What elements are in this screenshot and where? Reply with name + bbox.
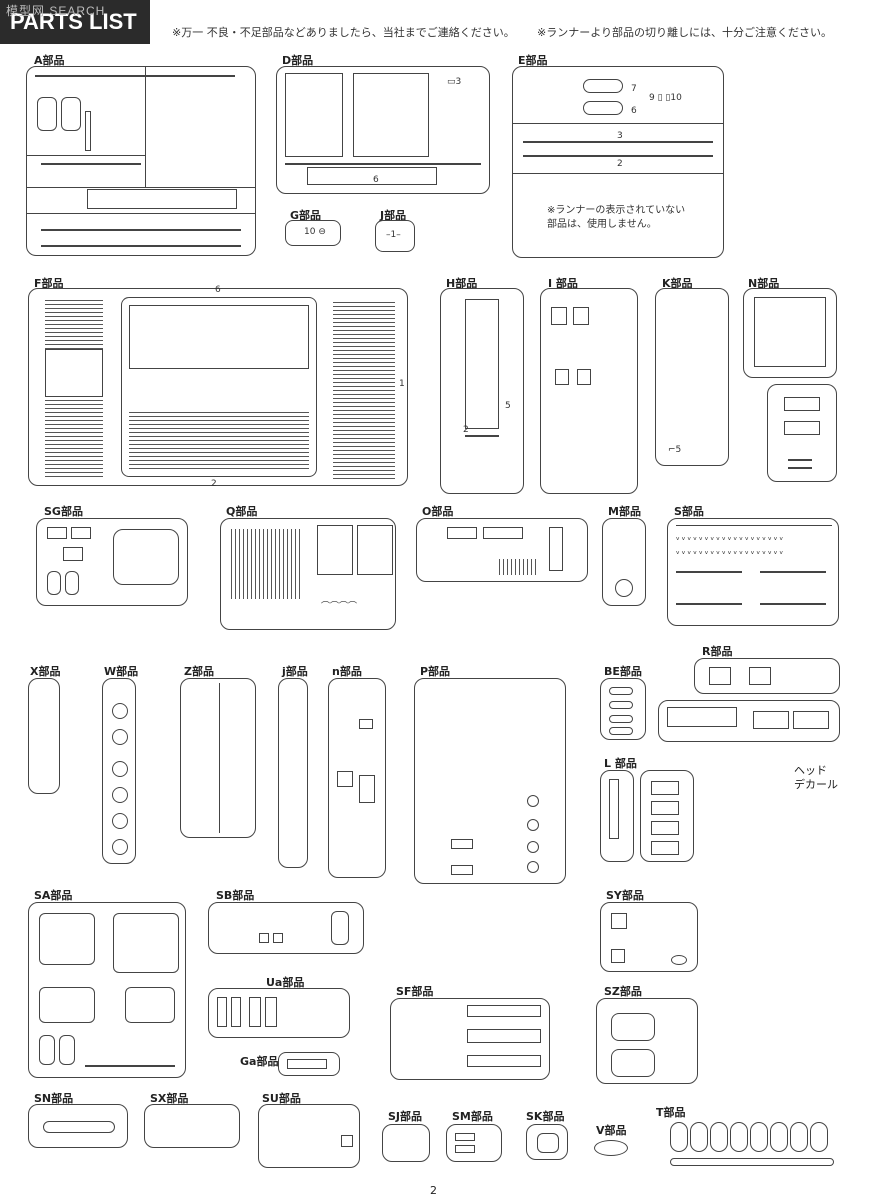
runner-i <box>540 288 638 494</box>
runner-sy <box>600 902 698 972</box>
runner-ga-label: Ga部品 <box>240 1055 279 1068</box>
runner-o-label: O部品 <box>422 505 454 518</box>
runner-l-right <box>640 770 694 862</box>
runner-ua <box>208 988 350 1038</box>
runner-t <box>664 1118 840 1182</box>
runner-a-label: A部品 <box>34 54 65 67</box>
runner-p <box>414 678 566 884</box>
runner-h: 2 5 <box>440 288 524 494</box>
runner-g: 10 ⊖ <box>285 220 341 246</box>
runner-sn <box>28 1104 128 1148</box>
runner-f: 6 2 1 <box>28 285 408 489</box>
runner-w-label: W部品 <box>104 665 139 678</box>
runner-z <box>180 678 256 838</box>
runner-n-small-label: n部品 <box>332 665 362 678</box>
runner-su-label: SU部品 <box>262 1092 301 1105</box>
runner-sx <box>144 1104 240 1148</box>
runner-sk-label: SK部品 <box>526 1110 565 1123</box>
runner-sk <box>526 1124 568 1160</box>
runner-o <box>416 518 588 582</box>
runner-sg-label: SG部品 <box>44 505 83 518</box>
runner-h-label: H部品 <box>446 277 478 290</box>
runner-su <box>258 1104 360 1168</box>
runner-r-lower <box>658 700 840 742</box>
runner-n-label: N部品 <box>748 277 780 290</box>
runner-sa-label: SA部品 <box>34 889 73 902</box>
runner-k: ⌐5 <box>655 288 729 466</box>
runner-sb-label: SB部品 <box>216 889 255 902</box>
decal-head-line1: ヘッド <box>794 764 827 777</box>
runner-l <box>600 770 634 862</box>
runner-d: ▭3 6 <box>276 66 490 194</box>
runner-n-lower <box>767 384 837 482</box>
runner-x <box>28 678 60 794</box>
runner-sz-label: SZ部品 <box>604 985 642 998</box>
page-number: 2 <box>430 1184 437 1197</box>
parts-list-header: PARTS LIST <box>0 0 150 44</box>
runner-p-label: P部品 <box>420 665 451 678</box>
runner-sx-label: SX部品 <box>150 1092 189 1105</box>
runner-n-small <box>328 678 386 878</box>
runner-f-label: F部品 <box>34 277 64 290</box>
decal-head-line2: デカール <box>794 778 838 791</box>
runner-s-label: S部品 <box>674 505 704 518</box>
note-defective: ※万一 不良・不足部品などありましたら、当社までご連絡ください。 <box>172 26 515 39</box>
runner-g-label: G部品 <box>290 209 322 222</box>
runner-j-small-label: j部品 <box>282 665 308 678</box>
runner-r-label: R部品 <box>702 645 733 658</box>
runner-j-label: J部品 <box>380 209 407 222</box>
runner-m <box>602 518 646 606</box>
runner-sn-label: SN部品 <box>34 1092 74 1105</box>
runner-sa <box>28 902 186 1078</box>
note-unused-parts: ※ランナーの表示されていない 部品は、使用しません。 <box>547 205 686 230</box>
runner-d-label: D部品 <box>282 54 314 67</box>
runner-q-label: Q部品 <box>226 505 258 518</box>
runner-k-label: K部品 <box>662 277 693 290</box>
runner-sf <box>390 998 550 1080</box>
runner-n <box>743 288 837 378</box>
runner-sf-label: SF部品 <box>396 985 434 998</box>
runner-sb <box>208 902 364 954</box>
runner-a <box>26 66 256 256</box>
runner-e-label: E部品 <box>518 54 548 67</box>
runner-sg <box>36 518 188 606</box>
runner-q: ⌒⌒⌒⌒ <box>220 518 396 630</box>
runner-ua-label: Ua部品 <box>266 976 305 989</box>
runner-e: 7 6 9 ▯ ▯10 3 2 <box>512 66 724 258</box>
runner-i-label: I 部品 <box>548 277 578 290</box>
runner-z-label: Z部品 <box>184 665 214 678</box>
runner-s: ᵥᵥᵥᵥᵥᵥᵥᵥᵥᵥᵥᵥᵥᵥᵥᵥᵥᵥᵥ ᵥᵥᵥᵥᵥᵥᵥᵥᵥᵥᵥᵥᵥᵥᵥᵥᵥᵥᵥ <box>667 518 839 626</box>
runner-v-label: V部品 <box>596 1124 627 1137</box>
watermark: 模型网 SEARCH <box>6 4 106 18</box>
runner-sj-label: SJ部品 <box>388 1110 423 1123</box>
runner-t-label: T部品 <box>656 1106 686 1119</box>
runner-be-label: BE部品 <box>604 665 642 678</box>
runner-be <box>600 678 646 740</box>
runner-r <box>694 658 840 694</box>
runner-sy-label: SY部品 <box>606 889 644 902</box>
runner-sz <box>596 998 698 1084</box>
runner-sm-label: SM部品 <box>452 1110 493 1123</box>
runner-sm <box>446 1124 502 1162</box>
runner-j: –1– <box>375 220 415 252</box>
runner-m-label: M部品 <box>608 505 641 518</box>
runner-v <box>594 1140 628 1156</box>
runner-x-label: X部品 <box>30 665 61 678</box>
runner-l-label: L 部品 <box>604 757 637 770</box>
note-runner-caution: ※ランナーより部品の切り離しには、十分ご注意ください。 <box>537 26 832 39</box>
runner-j-small <box>278 678 308 868</box>
runner-sj <box>382 1124 430 1162</box>
runner-ga <box>278 1052 340 1076</box>
runner-w <box>102 678 136 864</box>
